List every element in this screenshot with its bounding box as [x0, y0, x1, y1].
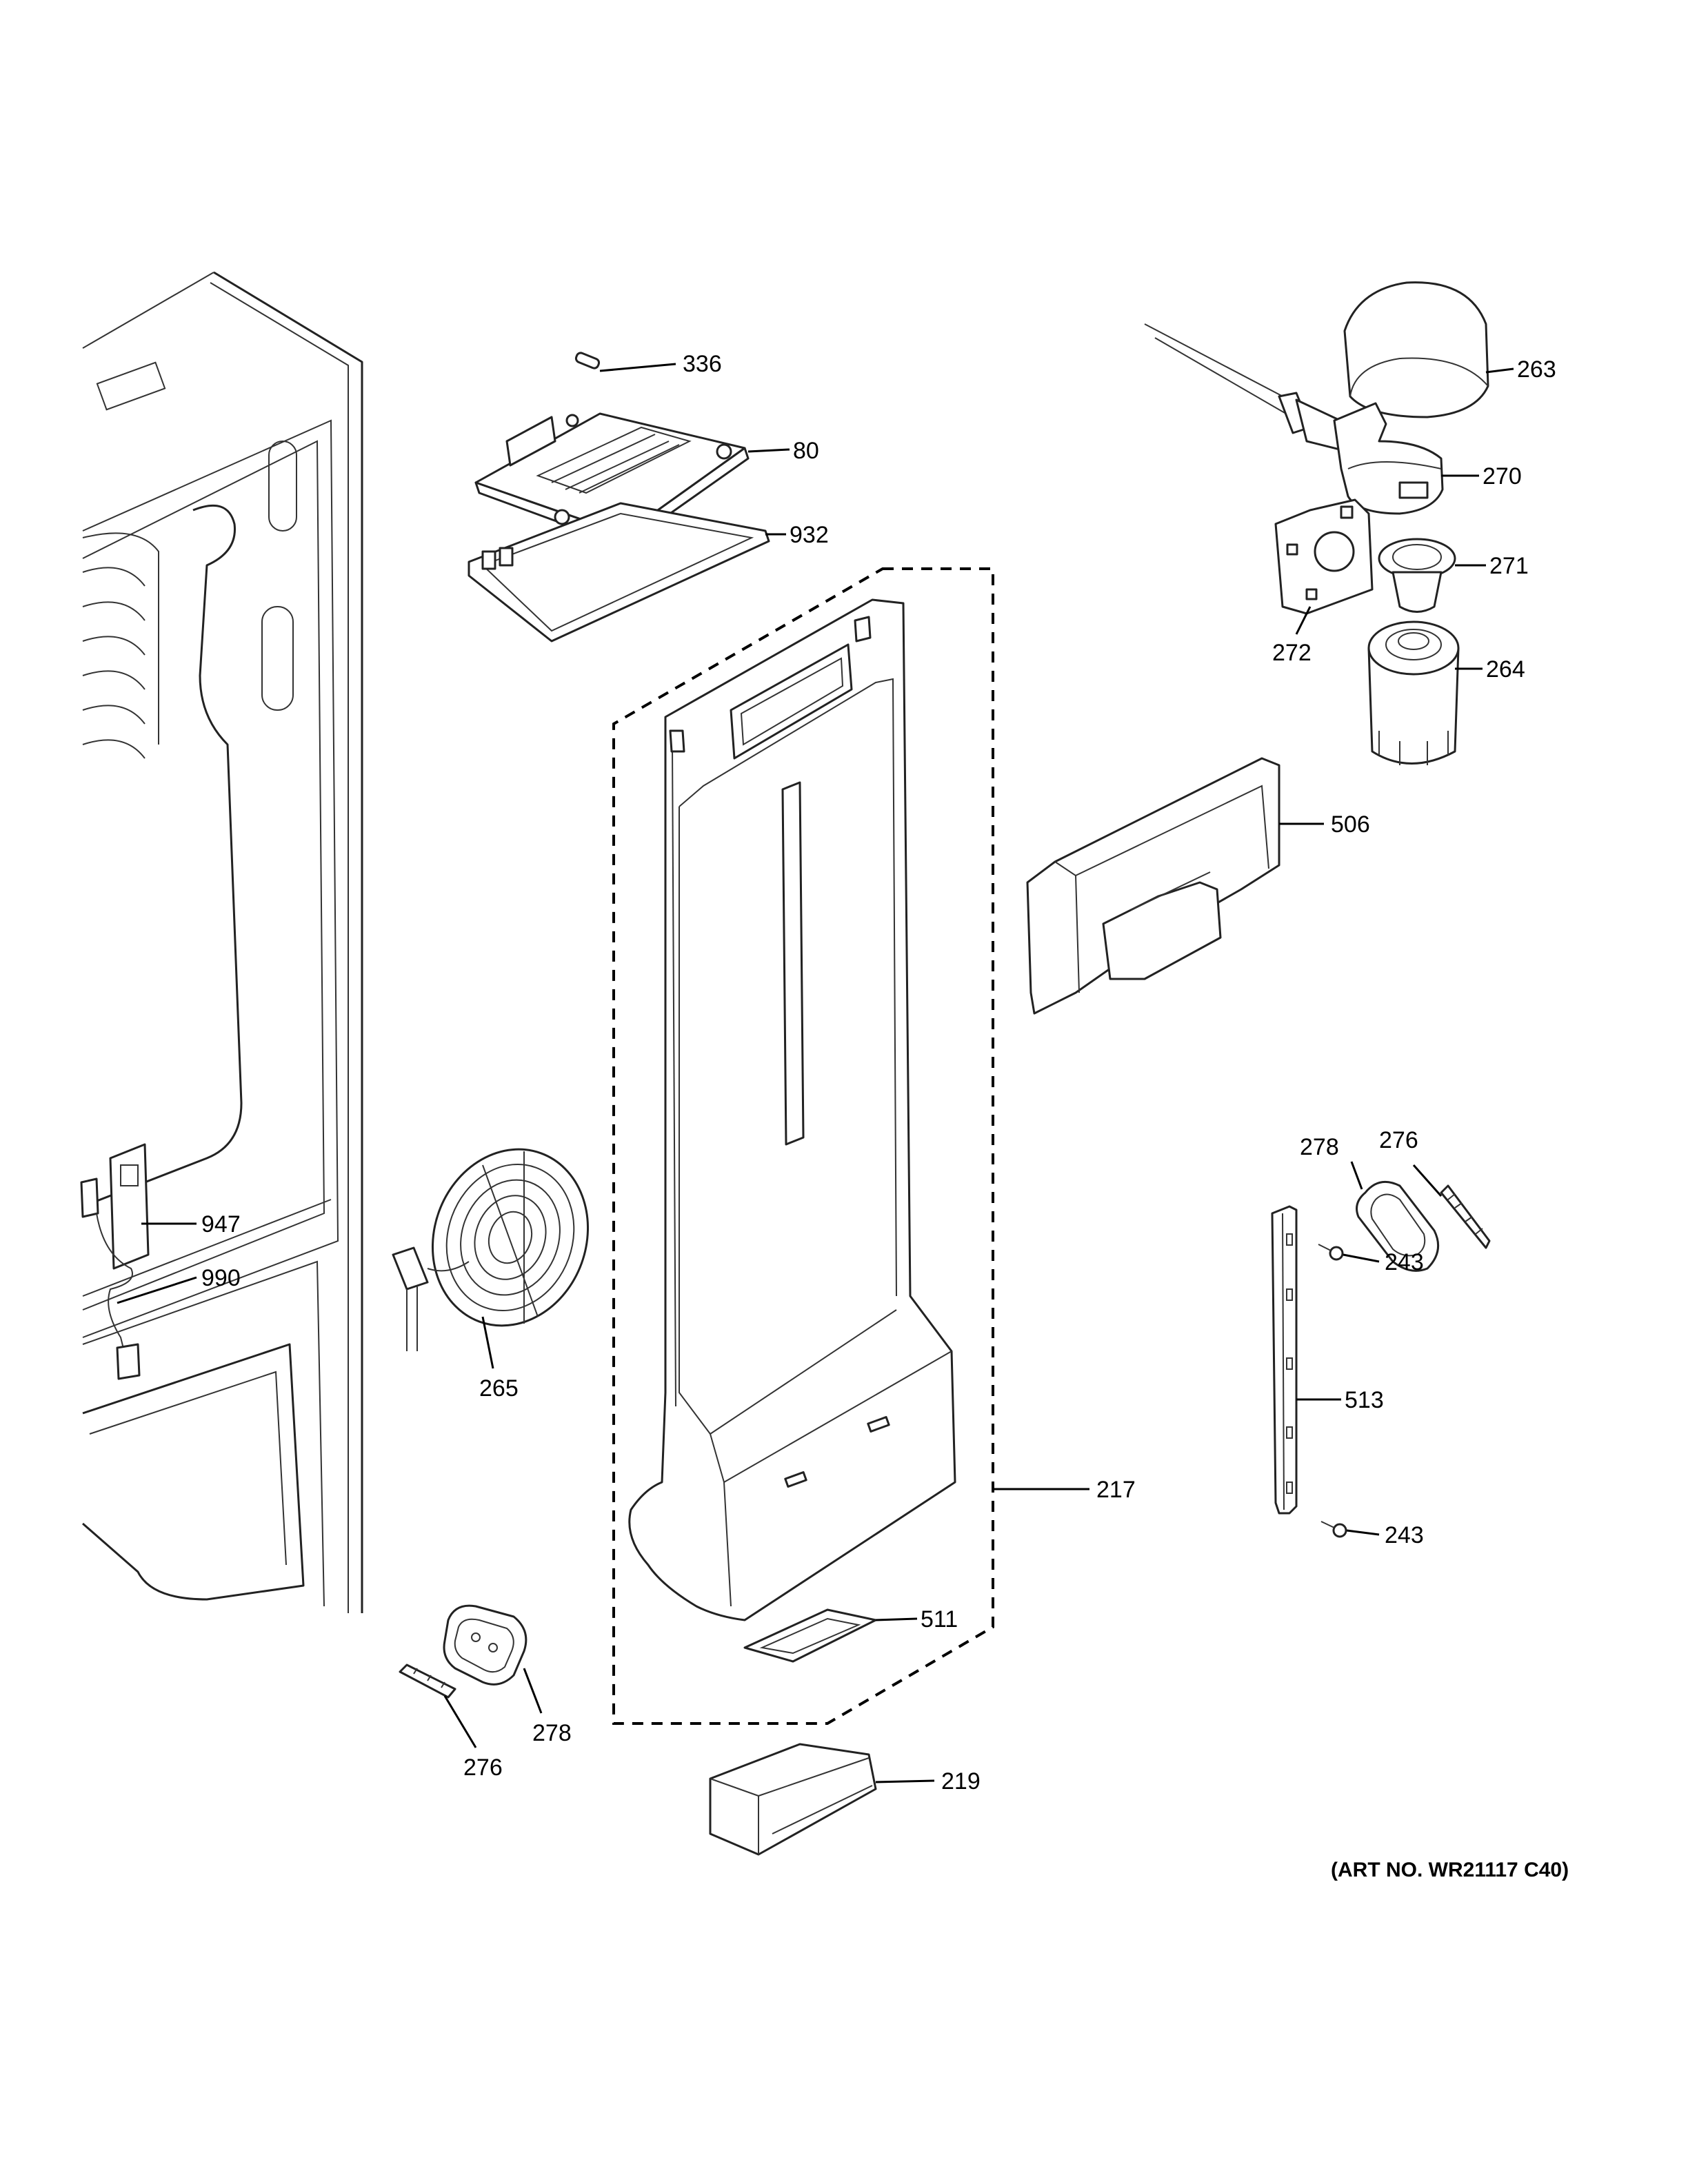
sensor-276-left — [399, 1664, 456, 1699]
callout-336: 336 — [683, 351, 722, 377]
leader-lines — [117, 363, 1514, 1783]
callout-272: 272 — [1272, 640, 1312, 666]
refrigerator-cabinet — [82, 271, 363, 1613]
callout-243-lower: 243 — [1385, 1522, 1424, 1548]
rail-513 — [1271, 1205, 1298, 1515]
callout-219: 219 — [941, 1768, 981, 1794]
callout-263: 263 — [1517, 356, 1556, 383]
pin-336 — [574, 352, 601, 370]
callout-947: 947 — [201, 1211, 241, 1237]
callout-270: 270 — [1483, 463, 1522, 489]
dispenser-recess-506 — [1026, 757, 1280, 1015]
callout-80: 80 — [793, 438, 819, 464]
bracket-272 — [1274, 498, 1374, 615]
callout-264: 264 — [1486, 656, 1525, 682]
housing-80 — [474, 412, 750, 547]
callouts: 336 80 932 263 270 271 272 264 506 276 2… — [201, 351, 1556, 1794]
chute-219 — [709, 1743, 877, 1856]
wire-harness-990 — [96, 1213, 141, 1380]
door-liner-217 — [628, 598, 956, 1621]
filter-head-270 — [1144, 323, 1444, 515]
callout-278-right: 278 — [1300, 1134, 1339, 1160]
water-filter-264 — [1367, 620, 1460, 765]
callout-276-left: 276 — [463, 1755, 503, 1781]
callout-513: 513 — [1345, 1387, 1384, 1413]
pad-511 — [743, 1608, 877, 1663]
heater-coil-265 — [392, 1148, 590, 1351]
callout-243-upper: 243 — [1385, 1249, 1424, 1275]
gasket-278-right — [1356, 1180, 1440, 1272]
callout-265: 265 — [479, 1375, 519, 1402]
bypass-plug-271 — [1378, 538, 1456, 613]
screw-243-lower — [1320, 1521, 1347, 1538]
callout-932: 932 — [790, 522, 829, 548]
callout-278-left: 278 — [532, 1720, 572, 1746]
gasket-278-left — [443, 1604, 528, 1686]
callout-217: 217 — [1096, 1477, 1136, 1503]
art-number: (ART NO. WR21117 C40) — [1331, 1859, 1569, 1881]
control-board-947 — [80, 1143, 150, 1270]
assembly-217-outline — [612, 567, 994, 1725]
sensor-276-right — [1440, 1184, 1491, 1249]
callout-276-right: 276 — [1379, 1127, 1418, 1153]
callout-511: 511 — [921, 1606, 958, 1632]
tray-932 — [468, 502, 770, 643]
filter-cover-263 — [1343, 281, 1489, 418]
callout-271: 271 — [1489, 553, 1529, 579]
callout-506: 506 — [1331, 811, 1370, 838]
callout-990: 990 — [201, 1265, 241, 1291]
screw-243-upper — [1318, 1244, 1344, 1261]
